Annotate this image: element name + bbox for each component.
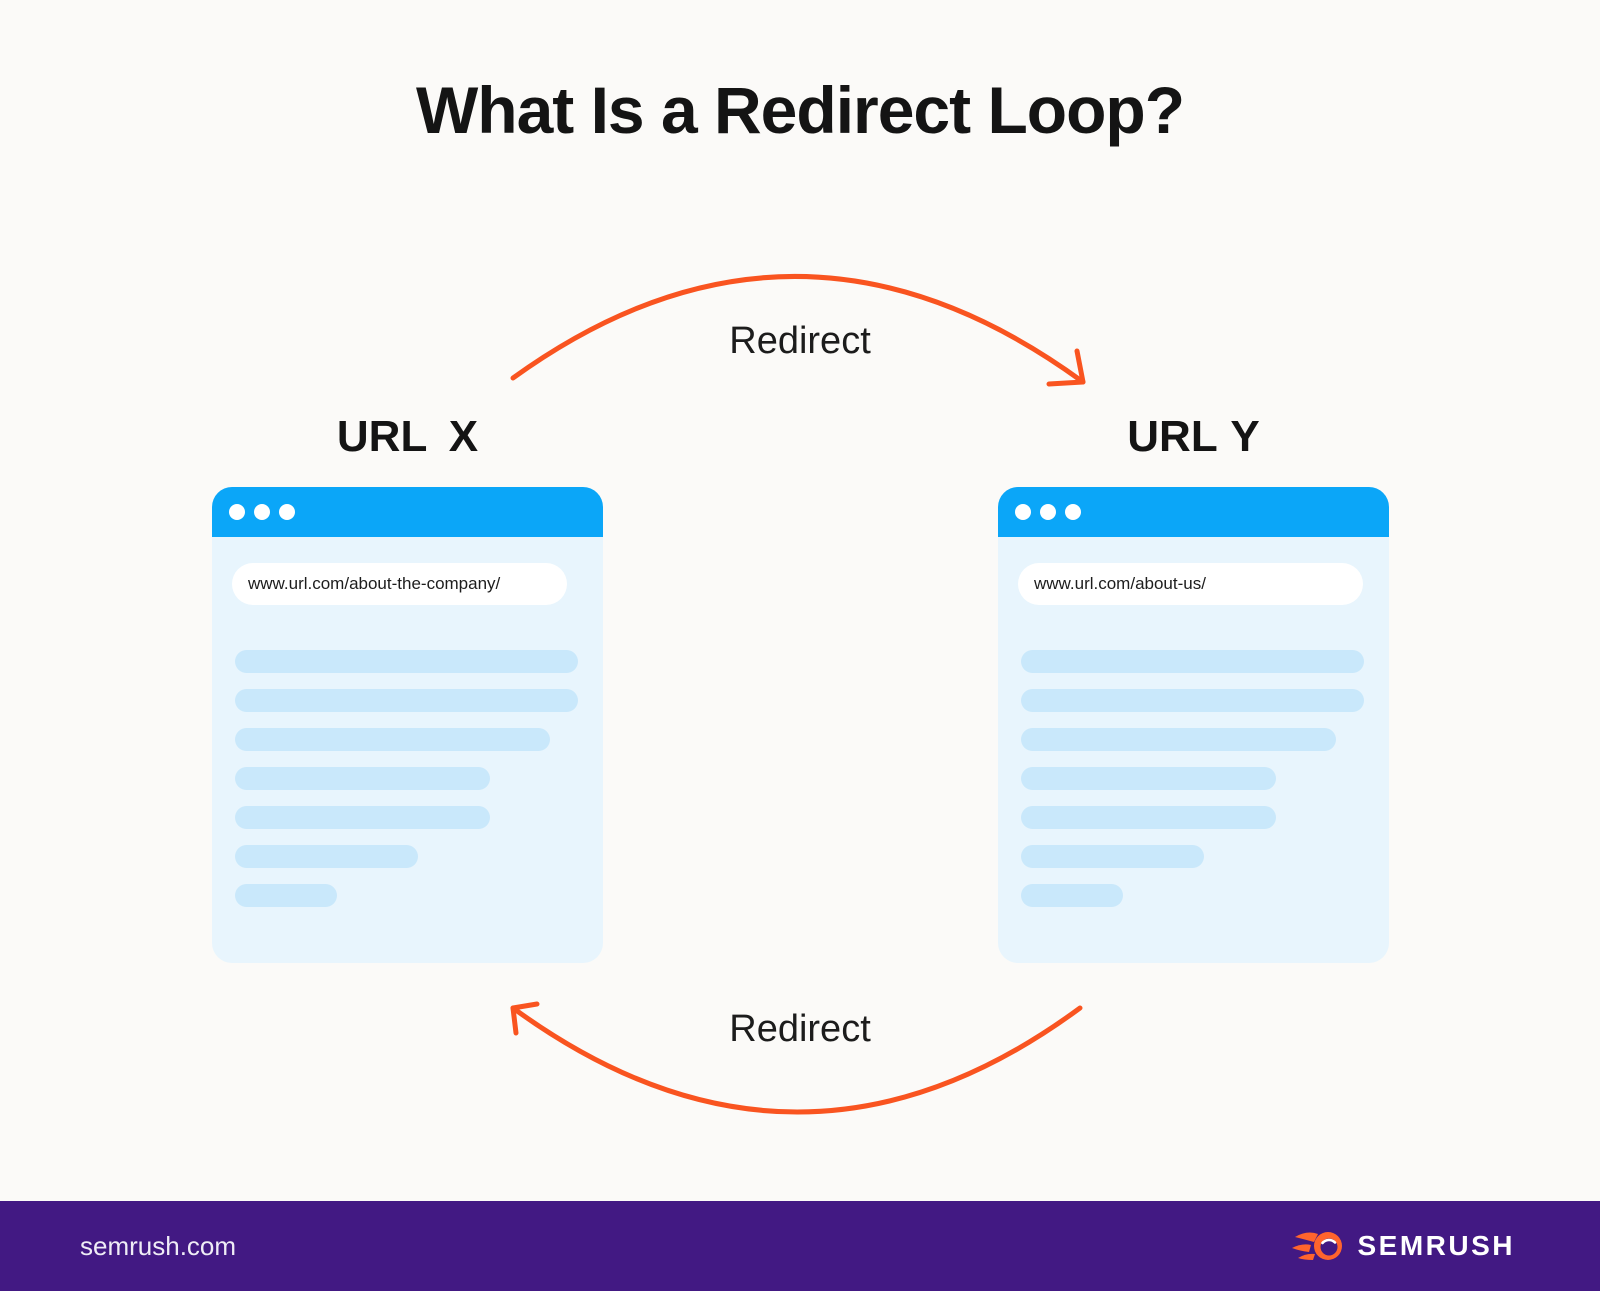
page-title: What Is a Redirect Loop? [415, 73, 1185, 147]
window-dot-icon [229, 504, 245, 520]
content-placeholder-lines [235, 650, 578, 923]
footer-bar: semrush.com SEMRUSH [0, 1201, 1600, 1291]
browser-window-url-y: www.url.com/about-us/ [998, 487, 1389, 963]
content-line [235, 650, 578, 673]
browser-titlebar [998, 487, 1389, 537]
window-dot-icon [1065, 504, 1081, 520]
content-line [235, 689, 578, 712]
content-line [235, 884, 337, 907]
content-line [235, 806, 490, 829]
content-line [1021, 884, 1123, 907]
content-line [1021, 845, 1204, 868]
semrush-logo: SEMRUSH [1292, 1226, 1515, 1266]
content-line [235, 845, 418, 868]
content-line [1021, 767, 1276, 790]
top-redirect-label: Redirect [729, 320, 871, 362]
url-y-label: URL Y [1127, 412, 1260, 461]
address-bar: www.url.com/about-us/ [1018, 563, 1363, 605]
window-dot-icon [1040, 504, 1056, 520]
bottom-redirect-label: Redirect [729, 1008, 871, 1050]
window-dot-icon [254, 504, 270, 520]
browser-window-url-x: www.url.com/about-the-company/ [212, 487, 603, 963]
content-line [1021, 650, 1364, 673]
window-dot-icon [1015, 504, 1031, 520]
window-dot-icon [279, 504, 295, 520]
footer-site-text: semrush.com [80, 1230, 237, 1261]
content-line [1021, 806, 1276, 829]
semrush-comet-icon [1292, 1232, 1343, 1260]
address-bar-url: www.url.com/about-us/ [1034, 574, 1206, 593]
url-x-label: URL X [336, 412, 479, 461]
browser-titlebar [212, 487, 603, 537]
semrush-logo-text: SEMRUSH [1357, 1230, 1515, 1261]
top-redirect-arrowhead-icon [1046, 348, 1086, 387]
content-placeholder-lines [1021, 650, 1364, 923]
address-bar-url: www.url.com/about-the-company/ [248, 574, 501, 593]
bottom-redirect-arrowhead-icon [510, 1001, 540, 1036]
content-line [235, 728, 550, 751]
content-line [1021, 689, 1364, 712]
content-line [235, 767, 490, 790]
address-bar: www.url.com/about-the-company/ [232, 563, 567, 605]
content-line [1021, 728, 1336, 751]
